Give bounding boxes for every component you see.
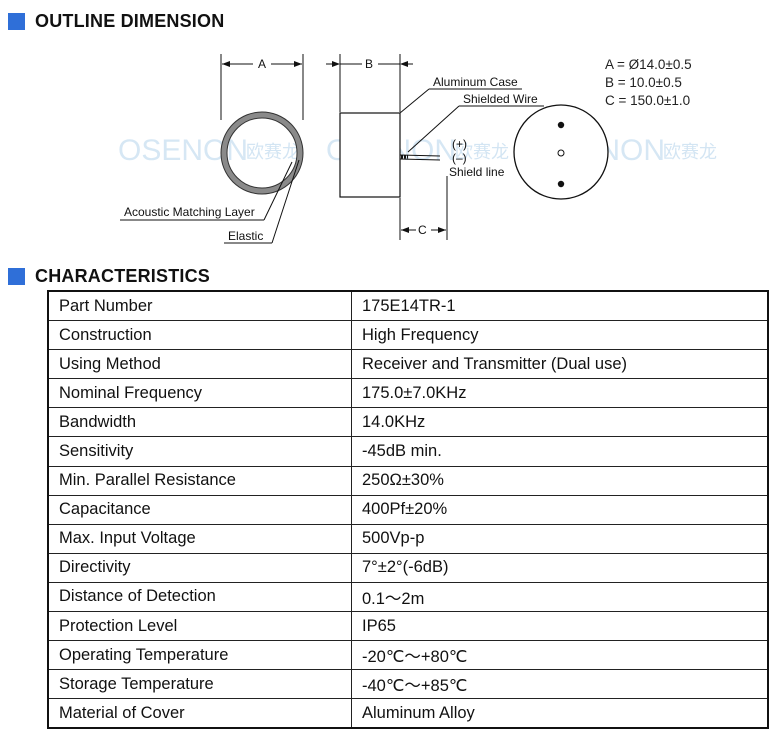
spec-list: A = Ø14.0±0.5 B = 10.0±0.5 C = 150.0±1.0 — [605, 57, 692, 108]
dimension-diagram: OSENON 欧赛龙 OSENON 欧赛龙 OSENON 欧赛龙 A Acous… — [118, 54, 717, 244]
property-value-cell: 400Pf±20% — [351, 494, 769, 525]
property-name-cell: Nominal Frequency — [47, 378, 352, 409]
property-name-cell: Material of Cover — [47, 698, 352, 729]
property-value-cell: IP65 — [351, 611, 769, 642]
property-value-cell: 0.1～2m — [351, 581, 769, 613]
front-view: A Acoustic Matching Layer Elastic — [120, 54, 304, 244]
property-name-cell: Capacitance — [47, 494, 352, 525]
watermark-cn-text: 欧赛龙 — [246, 142, 300, 163]
back-circle — [513, 104, 609, 200]
property-value-cell: 175E14TR-1 — [351, 290, 769, 322]
property-value-cell: Receiver and Transmitter (Dual use) — [351, 349, 769, 380]
property-name-cell: Storage Temperature — [47, 669, 352, 700]
property-value-cell: -40℃～+85℃ — [351, 669, 769, 700]
property-name-cell: Max. Input Voltage — [47, 523, 352, 554]
property-name-cell: Bandwidth — [47, 407, 352, 438]
watermark-cn-text: 欧赛龙 — [455, 142, 509, 163]
spec-c: C = 150.0±1.0 — [605, 93, 690, 108]
property-name-cell: Operating Temperature — [47, 640, 352, 671]
acoustic-layer-label: Acoustic Matching Layer — [124, 205, 255, 219]
property-name-cell: Using Method — [47, 349, 352, 380]
property-value-cell: 175.0±7.0KHz — [351, 378, 769, 409]
spec-b: B = 10.0±0.5 — [605, 75, 682, 90]
aluminum-case-label: Aluminum Case — [433, 75, 518, 89]
blue-square-icon — [8, 13, 25, 30]
ring-outer-edge — [220, 111, 304, 195]
shielded-wire-label: Shielded Wire — [463, 92, 538, 106]
pin-bottom — [557, 180, 565, 188]
outline-title: OUTLINE DIMENSION — [35, 11, 225, 31]
characteristics-section-header: CHARACTERISTICS — [8, 266, 210, 287]
property-name-cell: Distance of Detection — [47, 581, 352, 613]
property-value-cell: High Frequency — [351, 320, 769, 351]
property-name-cell: Sensitivity — [47, 436, 352, 467]
watermark-cn-text: 欧赛龙 — [663, 142, 717, 163]
property-value-cell: -20℃～+80℃ — [351, 640, 769, 671]
aluminum-case — [339, 112, 401, 198]
table-row: Sensitivity-45dB min. — [47, 436, 769, 467]
property-name-cell: Directivity — [47, 552, 352, 583]
property-value-cell: 500Vp-p — [351, 523, 769, 554]
pin-top — [557, 121, 565, 129]
elastic-label: Elastic — [228, 229, 263, 243]
minus-terminal-label: (–) — [452, 151, 467, 165]
dim-c-label: C — [418, 223, 427, 237]
ring-inner-edge — [226, 117, 298, 189]
watermark-group: OSENON 欧赛龙 OSENON 欧赛龙 OSENON 欧赛龙 — [118, 134, 717, 167]
property-value-cell: 14.0KHz — [351, 407, 769, 438]
center-mark — [557, 149, 565, 157]
spec-a: A = Ø14.0±0.5 — [605, 57, 692, 72]
blue-square-icon — [8, 268, 25, 285]
back-view — [513, 104, 609, 200]
property-value-cell: Aluminum Alloy — [351, 698, 769, 729]
characteristics-title: CHARACTERISTICS — [35, 266, 211, 286]
property-name-cell: Construction — [47, 320, 352, 351]
table-row: Operating Temperature-20℃～+80℃ — [47, 640, 769, 671]
outline-drawing: OSENON 欧赛龙 OSENON 欧赛龙 OSENON 欧赛龙 A Acous… — [0, 40, 780, 255]
shield-line-label: Shield line — [449, 165, 505, 179]
property-value-cell: 7°±2°(-6dB) — [351, 552, 769, 583]
property-value-cell: -45dB min. — [351, 436, 769, 467]
property-value-cell: 250Ω±30% — [351, 465, 769, 496]
side-view: B Aluminum Case Shielded Wire (+) (–) Sh… — [326, 54, 544, 240]
property-name-cell: Part Number — [47, 290, 352, 322]
dim-a-label: A — [258, 57, 266, 71]
table-row: Storage Temperature-40℃～+85℃ — [47, 669, 769, 700]
acoustic-ring — [221, 112, 303, 194]
outline-section-header: OUTLINE DIMENSION — [8, 11, 224, 32]
plus-terminal-label: (+) — [452, 137, 467, 151]
property-name-cell: Min. Parallel Resistance — [47, 465, 352, 496]
dim-b-label: B — [365, 57, 373, 71]
property-name-cell: Protection Level — [47, 611, 352, 642]
